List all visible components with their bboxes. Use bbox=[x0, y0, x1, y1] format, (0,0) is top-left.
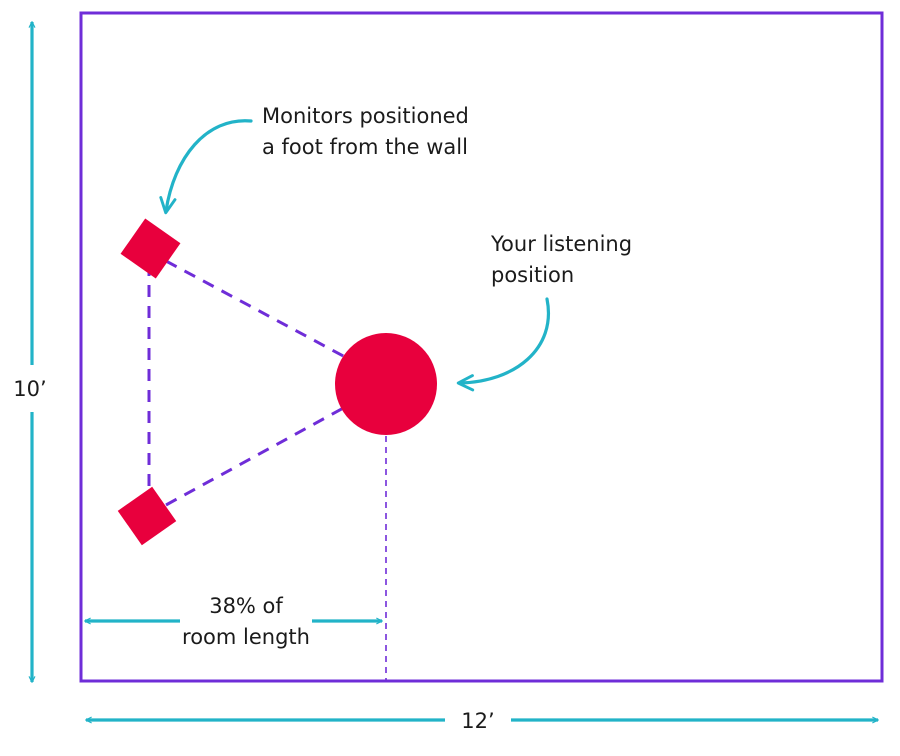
listener-annotation-line1: Your listening bbox=[490, 232, 632, 256]
offset-dimension-label-line1: 38% of bbox=[209, 594, 283, 618]
bottom-monitor-to-listener-dashed-line bbox=[165, 404, 348, 507]
listener-annotation-line2: position bbox=[491, 263, 574, 287]
height-dimension-label: 10’ bbox=[13, 377, 46, 401]
top-monitor bbox=[120, 218, 181, 279]
monitors-annotation-line1: Monitors positioned bbox=[262, 104, 469, 128]
top-monitor-to-listener-dashed-line bbox=[165, 259, 348, 360]
monitors-callout-arrow bbox=[159, 119, 253, 215]
listener-callout-arrow bbox=[456, 297, 550, 392]
width-dimension-label: 12’ bbox=[461, 709, 494, 733]
monitors-annotation-line2: a foot from the wall bbox=[262, 135, 468, 159]
bottom-monitor bbox=[117, 486, 177, 546]
room-outline bbox=[79, 11, 884, 683]
listening-position-circle bbox=[335, 333, 437, 435]
offset-dimension-label-line2: room length bbox=[182, 625, 310, 649]
